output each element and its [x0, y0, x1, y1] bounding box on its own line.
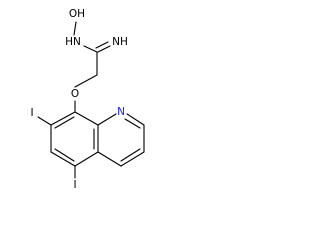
bond-c3-c4 — [120, 151, 145, 167]
bond-c7-i — [37, 116, 52, 126]
atom-label-imine-nh: NH — [112, 36, 128, 48]
atom-label-iodo-7: I — [30, 107, 33, 119]
bond-ch2-o — [74, 74, 98, 88]
bond-c8-c7-inner — [54, 116, 75, 129]
bonds — [37, 21, 145, 179]
bond-c8-c7 — [50, 111, 76, 126]
bond-c3-c4-inner — [120, 148, 141, 162]
bond-c8a-n1 — [97, 113, 117, 126]
atom-label-hydroxy-oh: OH — [69, 8, 85, 20]
bond-c6-c5-inner — [54, 148, 75, 162]
bond-c8a-c8 — [74, 111, 99, 126]
bond-n-c-amidine — [83, 45, 98, 53]
atom-label-ether-o: O — [71, 88, 79, 100]
atom-labels: OH HN NH O N I I — [30, 8, 127, 191]
bond-n1-c2 — [126, 113, 145, 126]
bond-n1-c2-inner — [124, 118, 141, 129]
bond-c-nh-double-a — [97, 45, 111, 53]
bond-oh-n — [73, 21, 77, 36]
chemical-structure-diagram: OH HN NH O N I I — [30, 8, 145, 191]
atom-label-hydroxy-hn: HN — [65, 36, 81, 48]
bond-c-nh-double-b — [95, 41, 109, 49]
atom-label-ring-n: N — [117, 106, 125, 118]
bond-c4-c4a — [97, 151, 122, 167]
bond-c5-c4a — [74, 151, 99, 167]
atom-label-iodo-5: I — [73, 179, 76, 191]
bond-c6-c5 — [50, 151, 76, 167]
